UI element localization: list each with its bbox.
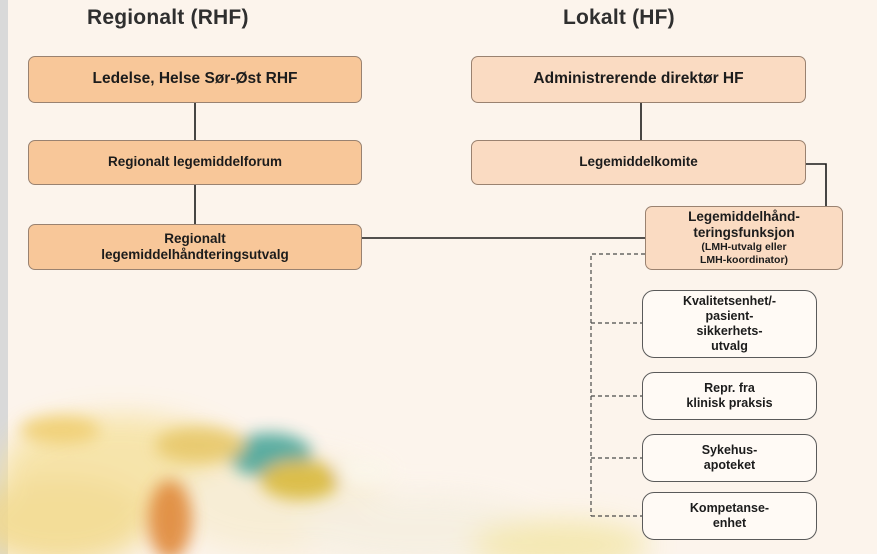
box-ledelse-label: Ledelse, Helse Sør-Øst RHF bbox=[92, 70, 298, 88]
box-lmh-sub2: LMH-koordinator) bbox=[699, 254, 789, 267]
box-utvalg-line1: Regionalt bbox=[164, 230, 226, 246]
line-komite-lmh bbox=[806, 163, 827, 206]
box-repr-line1: Repr. fra bbox=[704, 381, 755, 395]
box-kvalitet-line4: utvalg bbox=[711, 339, 748, 353]
box-ledelse-helse-sor-ost: Ledelse, Helse Sør-Øst RHF bbox=[28, 56, 362, 103]
dashed-trunk bbox=[590, 253, 645, 516]
box-legemiddelhandteringsfunksjon: Legemiddelhånd- teringsfunksjon (LMH-utv… bbox=[645, 206, 843, 270]
box-lmh-sub1: (LMH-utvalg eller bbox=[701, 241, 787, 254]
box-regionalt-legemiddelforum: Regionalt legemiddelforum bbox=[28, 140, 362, 185]
box-legemiddelkomite: Legemiddelkomite bbox=[471, 140, 806, 185]
box-repr-klinisk-praksis: Repr. fra klinisk praksis bbox=[642, 372, 817, 420]
box-utvalg-line2: legemiddelhåndteringsutvalg bbox=[101, 247, 289, 262]
box-kvalitet-line2: pasient- bbox=[705, 309, 754, 323]
box-lmh-line2: teringsfunksjon bbox=[693, 224, 795, 240]
box-kompetanse-line2: enhet bbox=[712, 516, 747, 530]
box-sykehusapoteket: Sykehus- apoteket bbox=[642, 434, 817, 482]
box-apotek-line1: Sykehus- bbox=[701, 443, 758, 457]
local-heading: Lokalt (HF) bbox=[563, 6, 675, 29]
box-kompetanse-line1: Kompetanse- bbox=[689, 501, 770, 515]
regional-heading: Regionalt (RHF) bbox=[87, 6, 249, 29]
box-komite-label: Legemiddelkomite bbox=[579, 154, 698, 170]
box-administrerende-direktor: Administrerende direktør HF bbox=[471, 56, 806, 103]
box-kvalitet-line1: Kvalitetsenhet/- bbox=[682, 294, 777, 308]
box-kvalitetsenhet: Kvalitetsenhet/- pasient- sikkerhets- ut… bbox=[642, 290, 817, 358]
box-kompetanseenhet: Kompetanse- enhet bbox=[642, 492, 817, 540]
box-repr-line2: klinisk praksis bbox=[686, 396, 773, 410]
box-apotek-line2: apoteket bbox=[703, 458, 756, 472]
left-edge-strip bbox=[0, 0, 8, 554]
box-lmh-line1: Legemiddelhånd- bbox=[688, 208, 800, 224]
box-direktor-label: Administrerende direktør HF bbox=[533, 70, 744, 88]
box-forum-label: Regionalt legemiddelforum bbox=[107, 154, 283, 170]
box-kvalitet-line3: sikkerhets- bbox=[696, 324, 763, 338]
box-regionalt-utvalg: Regionalt legemiddelhåndteringsutvalg bbox=[28, 224, 362, 270]
